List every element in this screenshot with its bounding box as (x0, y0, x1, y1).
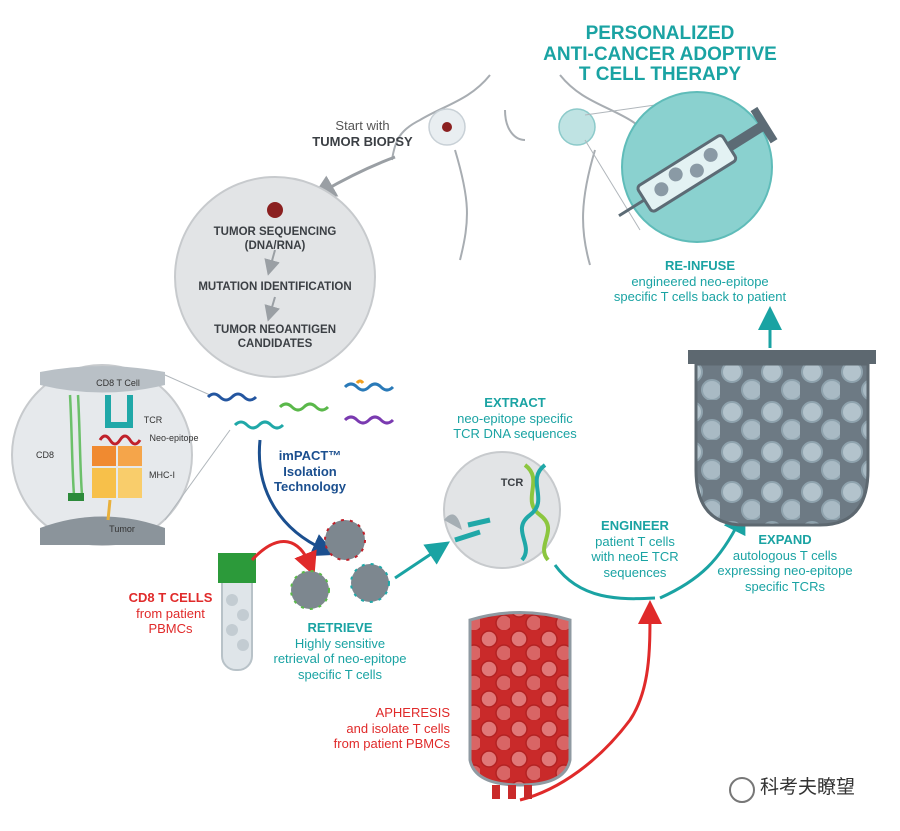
watermark-text: 科考夫瞭望 (760, 777, 856, 798)
peptide-library (206, 379, 395, 430)
apheresis-arrow (519, 600, 662, 802)
extract-label: EXTRACT neo-epitope specific TCR DNA seq… (453, 395, 577, 442)
injection-zoom-circle (558, 108, 596, 146)
engineer-label: ENGINEER patient T cells with neoE TCR s… (591, 518, 679, 580)
cd8-cells-label: CD8 T CELLS from patient PBMCs (128, 590, 213, 637)
sequencing-circle (174, 176, 376, 378)
tumor-icon (442, 122, 452, 132)
tube-arrow (250, 540, 317, 577)
tcr-label: TCR (143, 415, 163, 425)
tumor-sample-icon (267, 202, 283, 218)
watermark-icon (729, 777, 755, 803)
synapse-circle (11, 364, 193, 546)
retrieve-label: RETRIEVE Highly sensitive retrieval of n… (273, 620, 407, 682)
cd8-tube-icon (218, 553, 256, 671)
extract-tcr-label: TCR (500, 477, 524, 489)
expand-label: EXPAND autologous T cells expressing neo… (717, 532, 853, 594)
blood-bag-icon (468, 611, 572, 799)
reinfuse-label: RE-INFUSE engineered neo-epitope specifi… (613, 258, 787, 305)
biopsy-arrow (311, 155, 396, 199)
retrieve-arrow (394, 541, 450, 580)
mhc-label: MHC-I (149, 470, 175, 480)
cd8-label: CD8 (35, 450, 54, 460)
start-biopsy-label: Start with TUMOR BIOPSY (312, 118, 413, 149)
neo-epitope-label: Neo-epitope (149, 433, 199, 443)
expand-arrow (659, 509, 746, 600)
tumor-label: Tumor (109, 524, 135, 534)
sequencing-step-2: MUTATION IDENTIFICATION (198, 281, 352, 293)
extract-circle (443, 451, 561, 569)
impact-arrow (257, 439, 336, 557)
apheresis-label: APHERESIS and isolate T cells from patie… (333, 705, 450, 752)
syringe-circle (618, 91, 778, 243)
syringe-icon (618, 106, 778, 218)
retrieve-cells (290, 519, 390, 610)
engineer-arrow (553, 564, 656, 601)
cd8-t-cell-label: CD8 T Cell (96, 378, 140, 388)
expand-bucket-icon (688, 350, 876, 527)
sequencing-step-1: TUMOR SEQUENCING(DNA/RNA) (213, 226, 337, 252)
